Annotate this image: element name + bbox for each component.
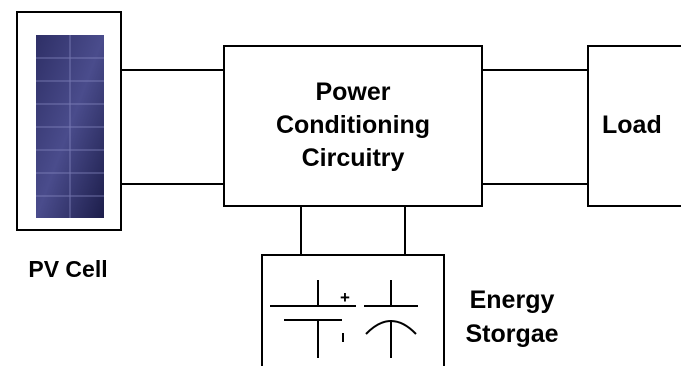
energy-storage-line1: Energy — [470, 286, 555, 314]
battery-icon — [270, 280, 356, 358]
power-conditioning-line3: Circuitry — [302, 144, 405, 172]
power-conditioning-line2: Conditioning — [276, 111, 430, 139]
capacitor-icon — [364, 280, 418, 358]
power-conditioning-box — [223, 45, 483, 207]
load-label: Load — [602, 111, 662, 139]
energy-storage-box — [261, 254, 445, 366]
energy-storage-line2: Storgae — [465, 320, 558, 348]
pv-cell-panel-icon — [36, 35, 104, 218]
pv-cell-label: PV Cell — [28, 256, 107, 282]
battery-plus-sign: + — [340, 288, 350, 307]
power-conditioning-line1: Power — [315, 78, 390, 106]
load-box — [587, 45, 681, 207]
